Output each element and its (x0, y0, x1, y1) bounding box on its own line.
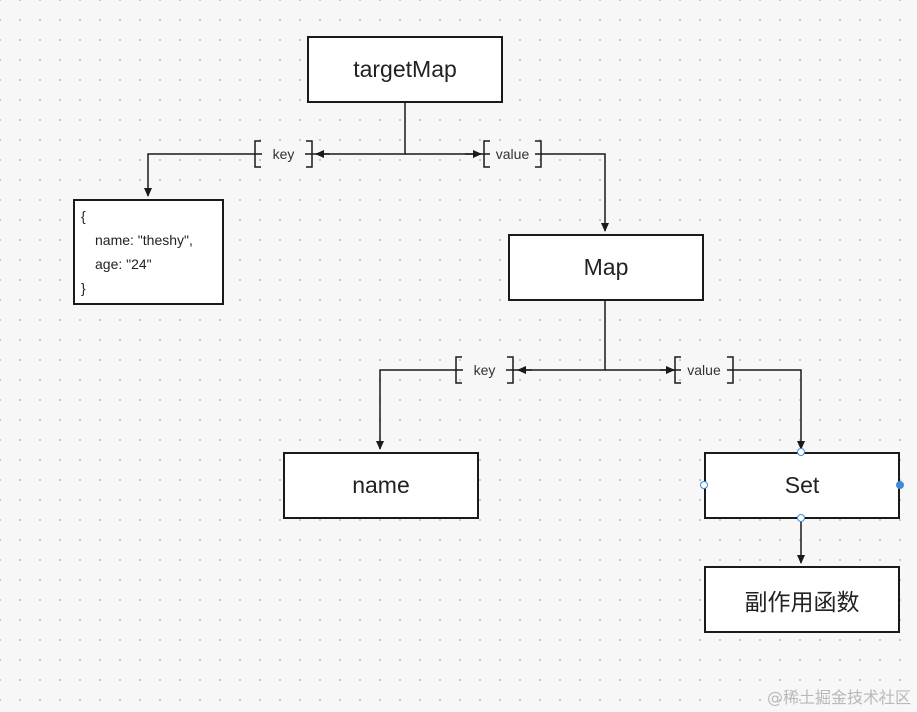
node-name[interactable]: name (283, 452, 479, 519)
edge-label-key-1[interactable]: key (262, 143, 305, 165)
node-target-map[interactable]: targetMap (307, 36, 503, 103)
bracket-value-1-left (483, 140, 490, 168)
set-handle-bottom[interactable] (797, 514, 805, 522)
set-handle-right[interactable] (896, 481, 904, 489)
connector-map-to-set[interactable] (605, 369, 805, 450)
object-line-name: name: "theshy", (95, 232, 193, 248)
bracket-key-1-right (306, 140, 313, 168)
bracket-key-2-left (455, 356, 462, 384)
set-handle-left[interactable] (700, 481, 708, 489)
watermark: @稀土掘金技术社区 (766, 688, 911, 707)
node-object-literal[interactable]: { name: "theshy", age: "24" } (73, 199, 224, 305)
node-effect-function[interactable]: 副作用函数 (704, 566, 900, 633)
connector-targetmap-to-map[interactable] (405, 153, 609, 232)
node-map[interactable]: Map (508, 234, 704, 301)
bracket-value-2-right (727, 356, 734, 384)
object-line-age: age: "24" (95, 256, 152, 272)
bracket-key-2-right (507, 356, 514, 384)
edge-label-value-2[interactable]: value (681, 359, 727, 381)
edge-label-key-2[interactable]: key (463, 359, 506, 381)
set-handle-top[interactable] (797, 448, 805, 456)
bracket-value-1-right (535, 140, 542, 168)
object-open-brace: { (81, 208, 86, 224)
edge-label-value-1[interactable]: value (490, 143, 535, 165)
node-set[interactable]: Set (704, 452, 900, 519)
object-close-brace: } (81, 280, 86, 296)
bracket-key-1-left (254, 140, 261, 168)
bracket-value-2-left (674, 356, 681, 384)
